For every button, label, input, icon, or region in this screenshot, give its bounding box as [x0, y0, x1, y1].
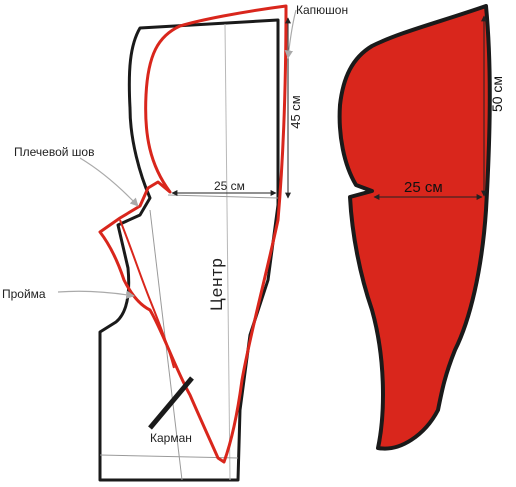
garment-pattern: Капюшон 45 см 25 см Плечевой шов Пройма …: [2, 3, 348, 482]
shoulder-leader: [79, 157, 139, 207]
width-25-left-label: 25 см: [214, 179, 245, 193]
hood-piece: [337, 4, 492, 451]
hood-label: Капюшон: [296, 3, 348, 17]
width-25-right-label: 25 см: [404, 179, 443, 196]
hood-leader: [284, 9, 297, 59]
armhole-label: Пройма: [2, 287, 46, 301]
pocket-line: [148, 376, 194, 430]
hem-guide-line: [99, 454, 239, 459]
center-label: Центр: [207, 257, 226, 311]
pocket-label: Карман: [150, 431, 192, 445]
shoulder-seam-label: Плечевой шов: [14, 145, 94, 159]
center-guide-line: [224, 23, 231, 481]
hood-pattern: 50 см 25 см: [337, 4, 505, 451]
armhole-leader: [57, 290, 135, 299]
hood-stitch-line: [98, 4, 288, 464]
front-piece-outline: [98, 18, 280, 482]
height-50-label: 50 см: [489, 76, 505, 112]
height-45-label: 45 см: [288, 95, 303, 129]
armhole-stitch-line: [119, 219, 175, 369]
